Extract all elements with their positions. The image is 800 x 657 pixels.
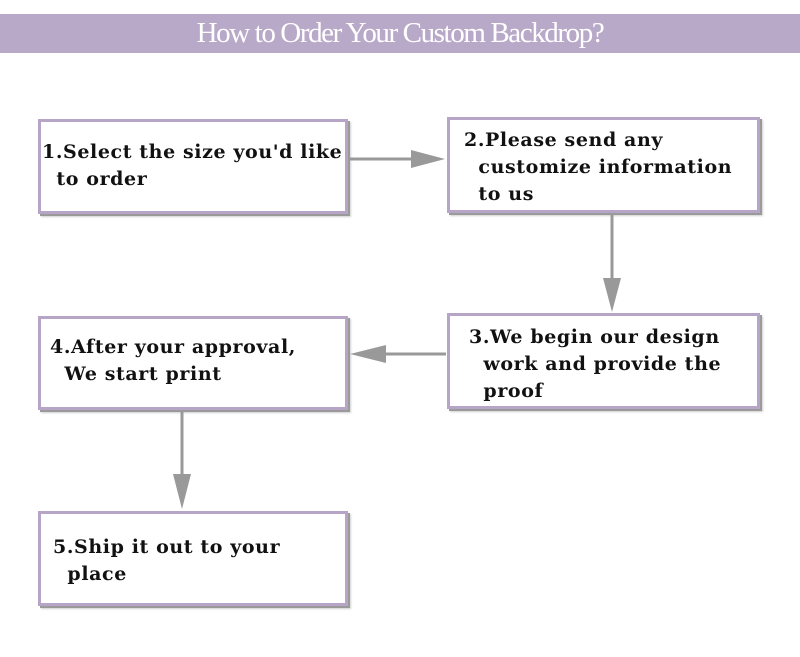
step-4-box	[38, 316, 348, 410]
step-1-text: 1.Select the size you'd like to order	[42, 141, 343, 190]
step-3-text: 3.We begin our design work and provide t…	[469, 326, 722, 402]
arrow-step4-to-step5	[173, 412, 191, 509]
arrow-step2-to-step3	[603, 215, 621, 312]
step-5-box	[38, 511, 348, 606]
page-title: How to Order Your Custom Backdrop?	[196, 17, 605, 49]
step-2-box	[447, 117, 760, 213]
arrow-step1-to-step2	[350, 150, 445, 168]
step-3-box	[447, 313, 760, 409]
title-banner: How to Order Your Custom Backdrop?	[0, 14, 800, 53]
step-5-text: 5.Ship it out to your place	[53, 536, 281, 585]
step-2-text: 2.Please send any customize information …	[464, 129, 733, 205]
arrow-step3-to-step4	[350, 345, 446, 363]
step-4-text: 4.After your approval, We start print	[50, 336, 297, 385]
step-1-box	[38, 119, 348, 214]
